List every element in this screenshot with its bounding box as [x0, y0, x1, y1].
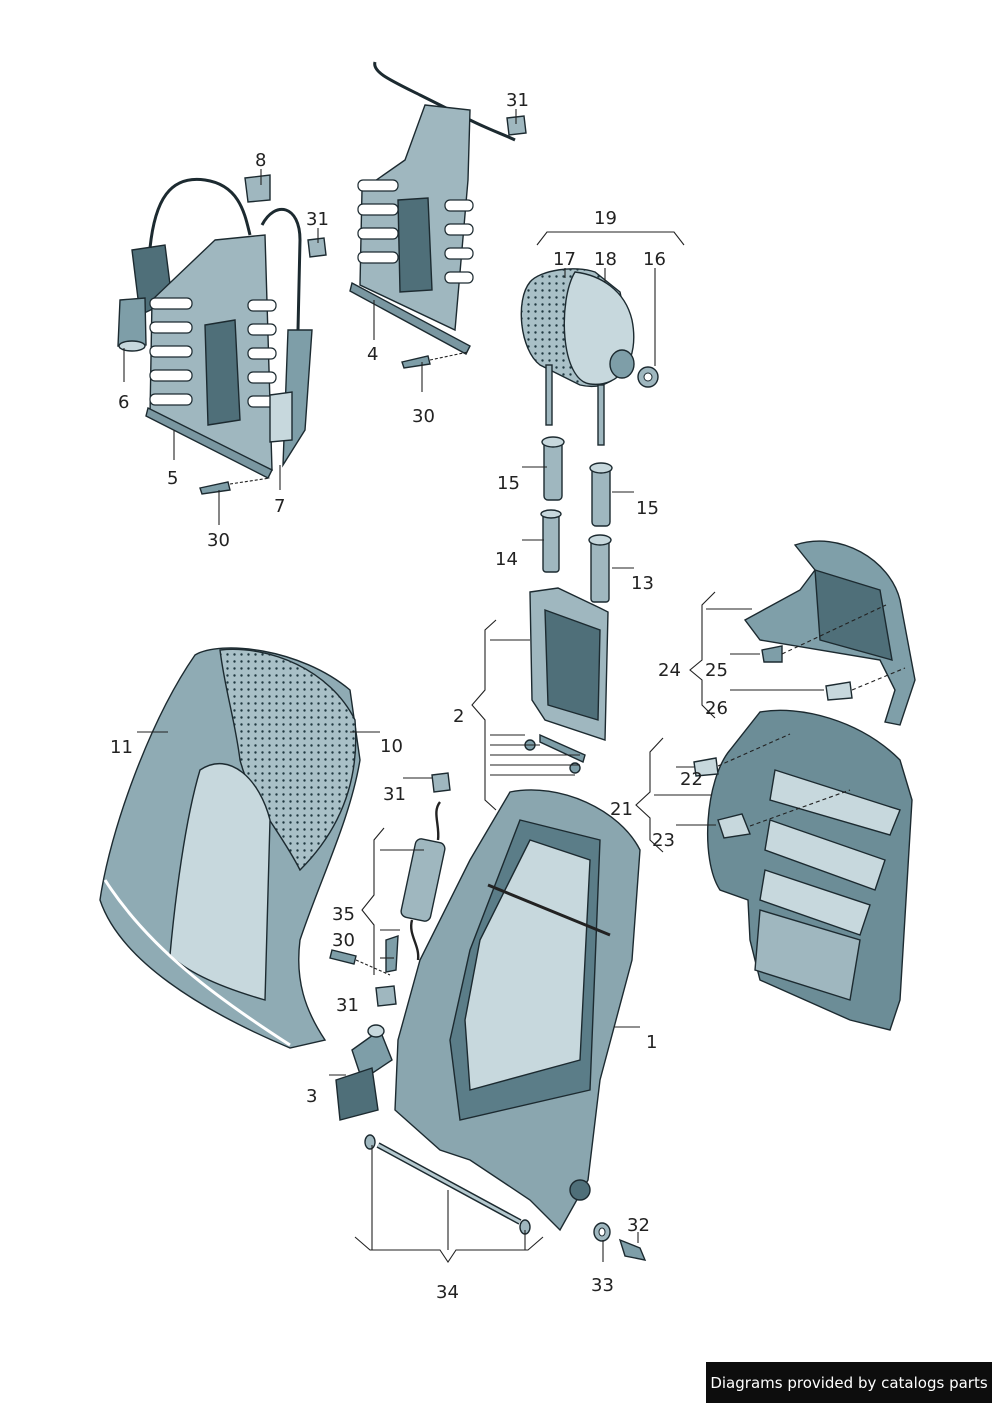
- part-33-washer: [593, 1222, 611, 1242]
- callout-24: 24: [658, 660, 681, 681]
- callout-15: 15: [636, 498, 659, 519]
- callout-30: 30: [207, 530, 230, 551]
- part-5-lumbar-plate: [145, 234, 277, 479]
- part-31-nut-c: [431, 772, 451, 793]
- callout-31: 31: [383, 784, 406, 805]
- part-31-nut-d: [375, 985, 397, 1007]
- callout-31: 31: [306, 209, 329, 230]
- part-23-clip: [717, 789, 851, 839]
- callout-2: 2: [453, 706, 464, 727]
- callout-6: 6: [118, 392, 129, 413]
- callout-31: 31: [336, 995, 359, 1016]
- callout-13: 13: [631, 573, 654, 594]
- callout-26: 26: [705, 698, 728, 719]
- part-25-clip: [761, 604, 887, 663]
- part-13-guide: [588, 534, 612, 603]
- part-2-bracket: [524, 587, 609, 774]
- callout-11: 11: [110, 737, 133, 758]
- part-30-screw-c: [329, 949, 391, 976]
- callout-16: 16: [643, 249, 666, 270]
- part-31-nut-b: [506, 115, 527, 136]
- callout-30: 30: [412, 406, 435, 427]
- callout-30: 30: [332, 930, 355, 951]
- part-31-nut-a: [307, 237, 327, 258]
- callout-14: 14: [495, 549, 518, 570]
- part-14-guide: [540, 509, 562, 573]
- callout-1: 1: [646, 1032, 657, 1053]
- callout-31: 31: [506, 90, 529, 111]
- callout-5: 5: [167, 468, 178, 489]
- credit-banner: Diagrams provided by catalogs parts: [706, 1362, 992, 1403]
- part-8-clip: [244, 174, 271, 203]
- callout-33: 33: [591, 1275, 614, 1296]
- part-4-lumbar-plate: [349, 61, 516, 355]
- part-15-guide-left: [541, 436, 565, 501]
- callout-10: 10: [380, 736, 403, 757]
- callout-22: 22: [680, 769, 703, 790]
- part-21-rear-panel: [707, 709, 913, 1031]
- part-3-motor: [335, 1024, 393, 1121]
- part-35-spring: [385, 801, 446, 973]
- callout-8: 8: [255, 150, 266, 171]
- part-7-actuator: [260, 207, 313, 468]
- callout-23: 23: [652, 830, 675, 851]
- part-30-screw-b: [401, 351, 469, 369]
- part-24-trim: [743, 540, 916, 726]
- callout-21: 21: [610, 799, 633, 820]
- leader-lines: [123, 109, 824, 1263]
- callout-19: 19: [594, 208, 617, 229]
- callout-7: 7: [274, 496, 285, 517]
- part-6-motor: [117, 177, 252, 352]
- callout-35: 35: [332, 904, 355, 925]
- part-26-clip: [825, 667, 906, 701]
- part-1-backrest-frame: [394, 789, 641, 1232]
- callout-34: 34: [436, 1282, 459, 1303]
- callout-4: 4: [367, 344, 378, 365]
- callout-25: 25: [705, 660, 728, 681]
- part-22-clip: [693, 733, 791, 777]
- credit-text: Diagrams provided by catalogs parts: [710, 1373, 988, 1392]
- callout-17: 17: [553, 249, 576, 270]
- callout-15: 15: [497, 473, 520, 494]
- part-15-guide-right: [589, 462, 613, 527]
- part-30-screw-a: [199, 477, 271, 495]
- callout-18: 18: [594, 249, 617, 270]
- part-19-headrest: [520, 268, 659, 446]
- part-11-backrest-cover: [99, 647, 361, 1049]
- callout-32: 32: [627, 1215, 650, 1236]
- callout-3: 3: [306, 1086, 317, 1107]
- part-32-bolt: [618, 1238, 647, 1261]
- callout-labels: 8 31 31 19 17 18 16 4 6 30 5 15 7 15 30 …: [110, 90, 728, 1303]
